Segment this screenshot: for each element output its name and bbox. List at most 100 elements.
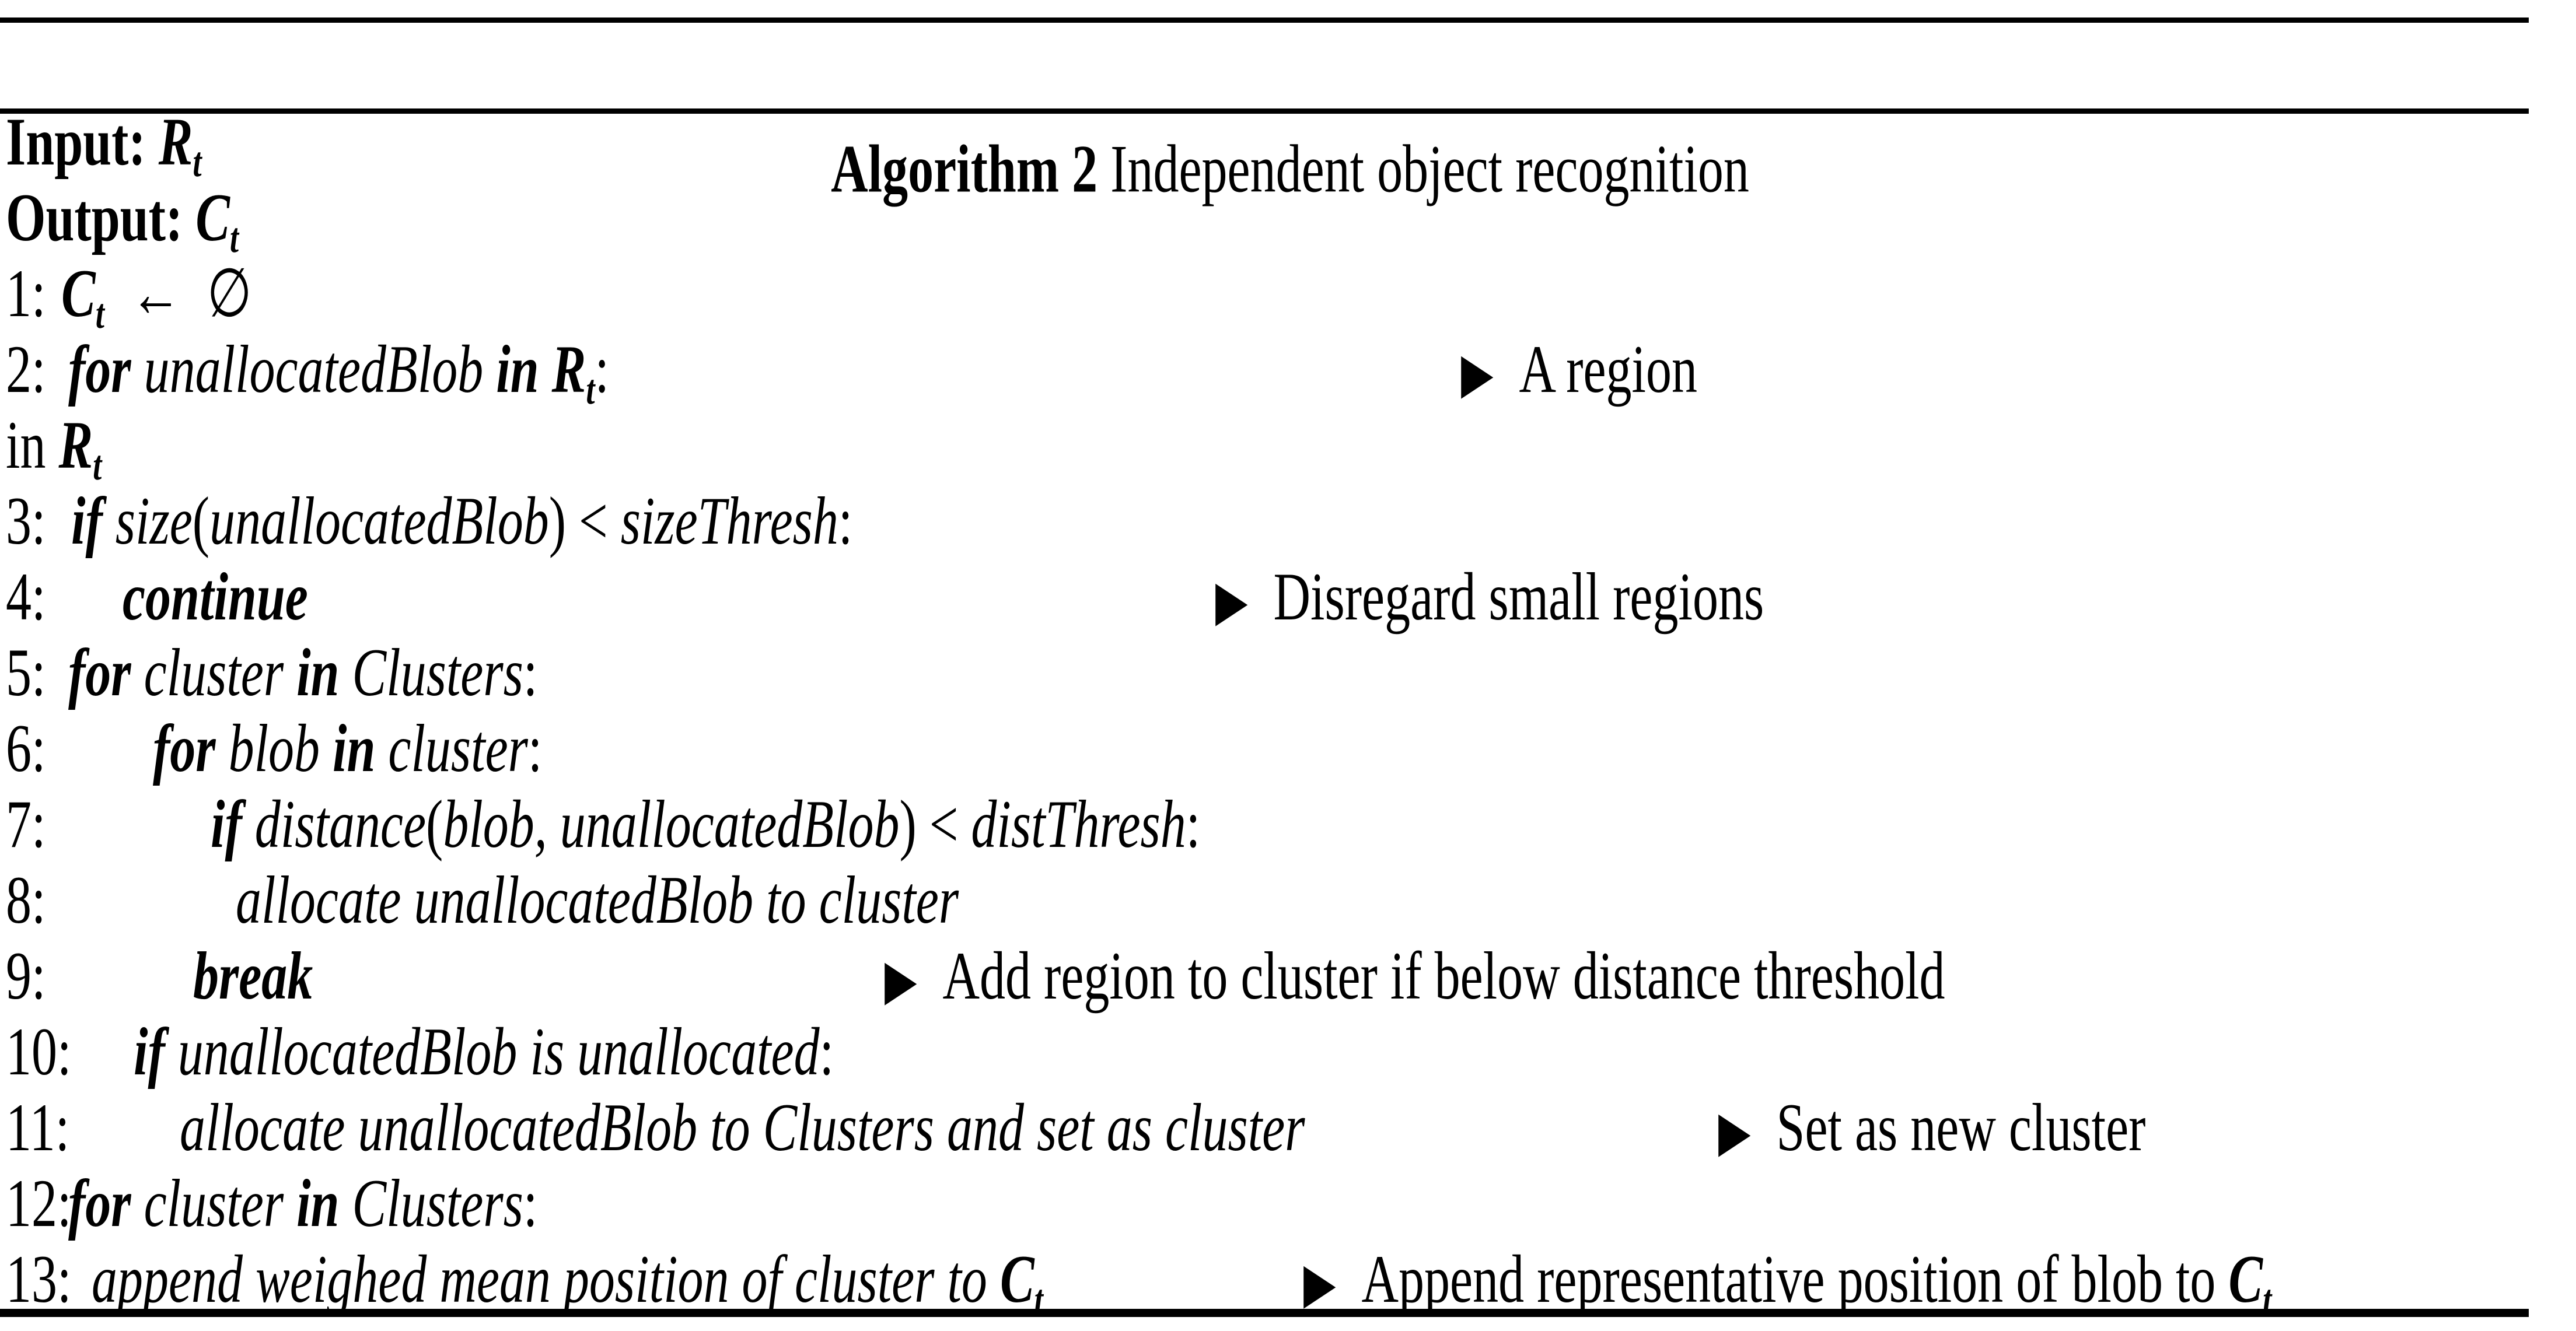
text-segment: append weighed mean position of cluster … xyxy=(92,1242,1000,1318)
comment-marker-icon: ▶ xyxy=(1215,568,1248,633)
text-segment: Append representative position of blob t… xyxy=(1361,1242,2229,1318)
line-content: break xyxy=(193,927,313,1027)
line-9: 9: break ▶Add region to cluster if below d… xyxy=(0,927,2576,1027)
text-segment: R xyxy=(551,332,586,408)
text-segment: if xyxy=(134,1015,178,1090)
line-8: 8: allocate unallocatedBlob to cluster xyxy=(0,851,2576,951)
line-number: 3: xyxy=(6,484,46,559)
text-segment: for xyxy=(68,1167,144,1242)
line-2: 2: for unallocatedBlob in Rt: ▶ A region xyxy=(0,320,2576,421)
line-7: 7: if distance(blob, unallocatedBlob) < d… xyxy=(0,775,2576,875)
text-segment: allocate unallocatedBlob to cluster xyxy=(236,863,959,938)
text-segment: in xyxy=(496,332,552,408)
text-segment: Clusters xyxy=(352,636,523,711)
text-segment: Input: xyxy=(6,105,159,180)
text-segment: in xyxy=(6,408,59,484)
line-number: 7: xyxy=(6,787,46,863)
line-content: continue xyxy=(123,548,308,648)
text-segment: C xyxy=(999,1242,1034,1318)
line-comment: ▶ A region xyxy=(1461,320,1697,421)
text-segment: : xyxy=(838,484,853,559)
line-content: if distance(blob, unallocatedBlob) < dis… xyxy=(211,775,1200,875)
text-segment: in xyxy=(296,636,352,711)
text-segment: : xyxy=(523,1167,538,1242)
text-segment: ( xyxy=(192,484,210,559)
line-comment: ▶Add region to cluster if below distance… xyxy=(885,927,1945,1027)
line-content: if size(unallocatedBlob) < sizeThresh: xyxy=(71,472,852,572)
line-number: 6: xyxy=(6,712,46,787)
algorithm-title-label: Algorithm 2 xyxy=(831,132,1098,207)
text-segment: if xyxy=(71,484,116,559)
line-number: 12: xyxy=(6,1167,72,1242)
text-segment: for xyxy=(68,332,144,408)
text-segment: t xyxy=(93,442,102,489)
text-segment: : xyxy=(595,332,609,408)
text-segment: continue xyxy=(123,560,308,635)
line-number: 1: xyxy=(6,257,46,332)
text-segment: if xyxy=(211,787,255,863)
line-number: 8: xyxy=(6,863,46,938)
text-segment: break xyxy=(193,939,313,1014)
text-segment: cluster xyxy=(144,1167,297,1242)
line-input: Input: Rt xyxy=(0,93,2576,193)
text-segment: ( xyxy=(426,787,443,863)
text-segment: t xyxy=(95,290,104,337)
text-segment: for xyxy=(153,712,229,787)
text-segment: : xyxy=(523,636,538,711)
line-number: 10: xyxy=(6,1015,72,1090)
text-segment: distance xyxy=(254,787,427,863)
text-segment: Disregard small regions xyxy=(1273,560,1764,635)
line-number: 13: xyxy=(6,1242,72,1318)
text-segment: cluster xyxy=(144,636,297,711)
text-segment: in xyxy=(333,712,389,787)
line-output: Output: Ct xyxy=(0,169,2576,269)
line-6: 6:for blob in cluster: xyxy=(0,699,2576,800)
line-13: 13: append weighed mean position of clust… xyxy=(0,1230,2576,1330)
text-segment: for xyxy=(68,636,144,711)
line-1: 1:Ct ← ∅ xyxy=(0,244,2576,345)
line-2-wrap: in Rt xyxy=(0,396,2576,496)
text-segment: blob, unallocatedBlob xyxy=(443,787,900,863)
algorithm-title: Algorithm 2 Independent object recogniti… xyxy=(0,20,2529,207)
line-content: allocate unallocatedBlob to cluster xyxy=(236,851,959,951)
line-12: 12:for cluster in Clusters: xyxy=(0,1154,2576,1255)
line-content: append weighed mean position of cluster … xyxy=(92,1230,1043,1330)
line-content: Input: Rt xyxy=(6,93,202,193)
line-content: Ct ← ∅ xyxy=(61,244,252,345)
text-segment: distThresh xyxy=(971,787,1186,863)
line-comment: ▶Set as new cluster xyxy=(1718,1078,2145,1179)
text-segment: allocate unallocatedBlob to Clusters and… xyxy=(180,1091,1305,1166)
line-comment: ▶ Disregard small regions xyxy=(1215,548,1764,648)
line-number: 9: xyxy=(6,939,46,1014)
text-segment: blob xyxy=(228,712,333,787)
line-4: 4:continue▶Disregard small regions xyxy=(0,548,2576,648)
line-comment: ▶ Append representative position of blob … xyxy=(1303,1230,2271,1330)
top-rule xyxy=(0,17,2529,23)
text-segment: Clusters xyxy=(352,1167,523,1242)
line-content: in Rt xyxy=(6,396,102,496)
comment-marker-icon: ▶ xyxy=(1718,1099,1751,1164)
text-segment: ← ∅ xyxy=(104,257,252,332)
line-number: 11: xyxy=(6,1091,70,1166)
line-content: for unallocatedBlob in Rt: xyxy=(68,320,609,421)
text-segment: C xyxy=(61,257,96,332)
line-10: 10:if unallocatedBlob is unallocated: xyxy=(0,1003,2576,1103)
text-segment: R xyxy=(158,105,193,180)
text-segment: in xyxy=(296,1167,352,1242)
text-segment: A region xyxy=(1519,332,1698,408)
text-segment: C xyxy=(195,181,230,256)
text-segment: R xyxy=(58,408,93,484)
line-number: 5: xyxy=(6,636,46,711)
line-number: 2: xyxy=(6,332,46,408)
comment-marker-icon: ▶ xyxy=(1303,1251,1336,1316)
line-content: Output: Ct xyxy=(6,169,239,269)
text-segment: t xyxy=(229,214,239,261)
text-segment: unallocatedBlob is unallocated xyxy=(177,1015,820,1090)
algorithm-title-text: Independent object recognition xyxy=(1097,132,1749,207)
text-segment: t xyxy=(586,366,595,413)
text-segment: ) < xyxy=(548,484,621,559)
text-segment: unallocatedBlob xyxy=(144,332,497,408)
comment-marker-icon: ▶ xyxy=(1461,341,1494,406)
text-segment: Add region to cluster if below distance … xyxy=(942,939,1945,1014)
